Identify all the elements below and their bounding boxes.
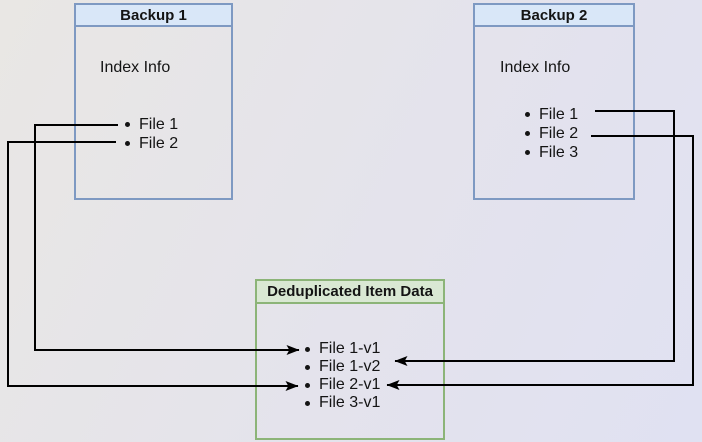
- file-label: File 2: [539, 124, 579, 142]
- list-item: File 3-v1: [305, 394, 380, 412]
- list-item: File 3: [525, 143, 578, 162]
- item-label: File 1-v1: [319, 340, 381, 357]
- backup1-header: Backup 1: [76, 5, 231, 27]
- backup2-title: Backup 2: [520, 6, 588, 24]
- file-label: File 1: [539, 105, 579, 123]
- bullet-icon: [525, 112, 530, 117]
- bullet-icon: [305, 400, 310, 406]
- list-item: File 2: [525, 124, 578, 143]
- backup1-box: Backup 1: [74, 3, 233, 200]
- dedup-title: Deduplicated Item Data: [267, 283, 433, 300]
- bullet-icon: [525, 150, 530, 155]
- list-item: File 1: [125, 115, 178, 134]
- backup2-file-list: File 1 File 2 File 3: [525, 105, 578, 162]
- item-label: File 3-v1: [319, 394, 381, 411]
- file-label: File 2: [139, 134, 179, 152]
- bullet-icon: [305, 364, 310, 370]
- list-item: File 2-v1: [305, 376, 380, 394]
- list-item: File 2: [125, 134, 178, 153]
- bullet-icon: [125, 122, 130, 127]
- file-label: File 3: [539, 143, 579, 161]
- bullet-icon: [305, 382, 310, 388]
- backup2-index-info-label: Index Info: [500, 59, 571, 76]
- item-label: File 2-v1: [319, 376, 381, 393]
- bullet-icon: [125, 141, 130, 146]
- backup2-header: Backup 2: [475, 5, 633, 27]
- list-item: File 1-v2: [305, 358, 380, 376]
- bullet-icon: [305, 346, 310, 352]
- backup2-box: Backup 2: [473, 3, 635, 200]
- list-item: File 1-v1: [305, 340, 380, 358]
- bullet-icon: [525, 131, 530, 136]
- dedup-item-list: File 1-v1 File 1-v2 File 2-v1 File 3-v1: [305, 340, 380, 412]
- backup1-index-info-label: Index Info: [100, 59, 171, 76]
- item-label: File 1-v2: [319, 358, 381, 375]
- dedup-header: Deduplicated Item Data: [257, 281, 443, 304]
- backup1-file-list: File 1 File 2: [125, 115, 178, 153]
- backup1-title: Backup 1: [120, 6, 187, 24]
- list-item: File 1: [525, 105, 578, 124]
- file-label: File 1: [139, 115, 179, 133]
